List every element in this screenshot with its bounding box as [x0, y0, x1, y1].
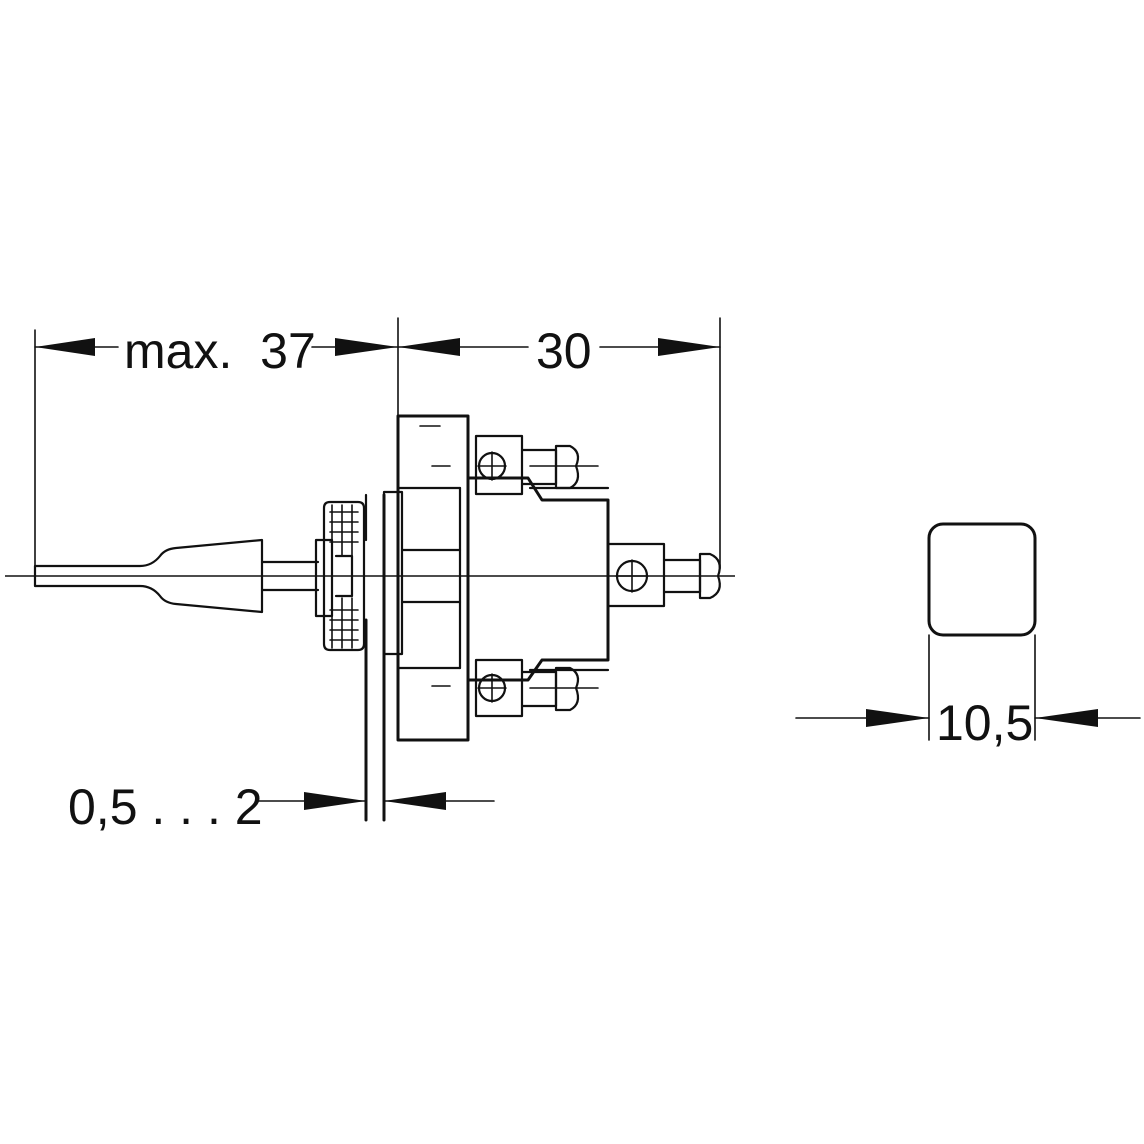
dimension-knob-width: 10,5: [795, 695, 1141, 751]
arrowhead: [398, 338, 460, 356]
terminal-screw-head: [698, 552, 721, 600]
arrowhead: [335, 338, 398, 356]
terminal-middle: [606, 542, 721, 608]
dimension-label-30: 30: [536, 323, 592, 379]
arrowhead: [1035, 709, 1098, 727]
terminal-screw-head: [554, 444, 580, 490]
nut-bore: [334, 554, 354, 598]
toggle-lever: [33, 538, 320, 614]
terminal-top: [474, 434, 599, 496]
arrowhead: [866, 709, 929, 727]
dimension-label-max-37: max. 37: [124, 323, 316, 379]
terminal-screw-head: [554, 666, 580, 712]
knurling: [329, 511, 359, 641]
housing-rear: [466, 476, 610, 682]
mounting-panel: [364, 493, 386, 822]
terminal-block: [606, 542, 666, 608]
terminal-bottom: [474, 658, 599, 718]
dimension-label-10-5: 10,5: [936, 695, 1033, 751]
switch-body: [382, 414, 610, 742]
dimension-label-panel-thickness: 0,5 . . . 2: [68, 779, 263, 835]
arrowhead: [658, 338, 720, 356]
terminal-block: [474, 434, 524, 496]
nut-body: [322, 500, 366, 652]
terminal-shaft: [520, 670, 558, 708]
housing-main: [396, 414, 470, 742]
flange-front: [382, 490, 404, 656]
lever-handle: [33, 538, 264, 614]
dimension-30: 30: [397, 317, 721, 569]
arrowhead: [35, 338, 95, 356]
knob-square: [927, 522, 1037, 637]
dimension-max-37: max. 37: [34, 317, 399, 741]
arrowhead: [304, 792, 366, 810]
arrowhead: [384, 792, 446, 810]
knurled-nut: [314, 500, 366, 652]
dimension-panel-thickness: 0,5 . . . 2: [68, 779, 495, 835]
knurling: [331, 504, 353, 649]
knob-end-view: [927, 522, 1037, 741]
terminal-block: [474, 658, 524, 718]
